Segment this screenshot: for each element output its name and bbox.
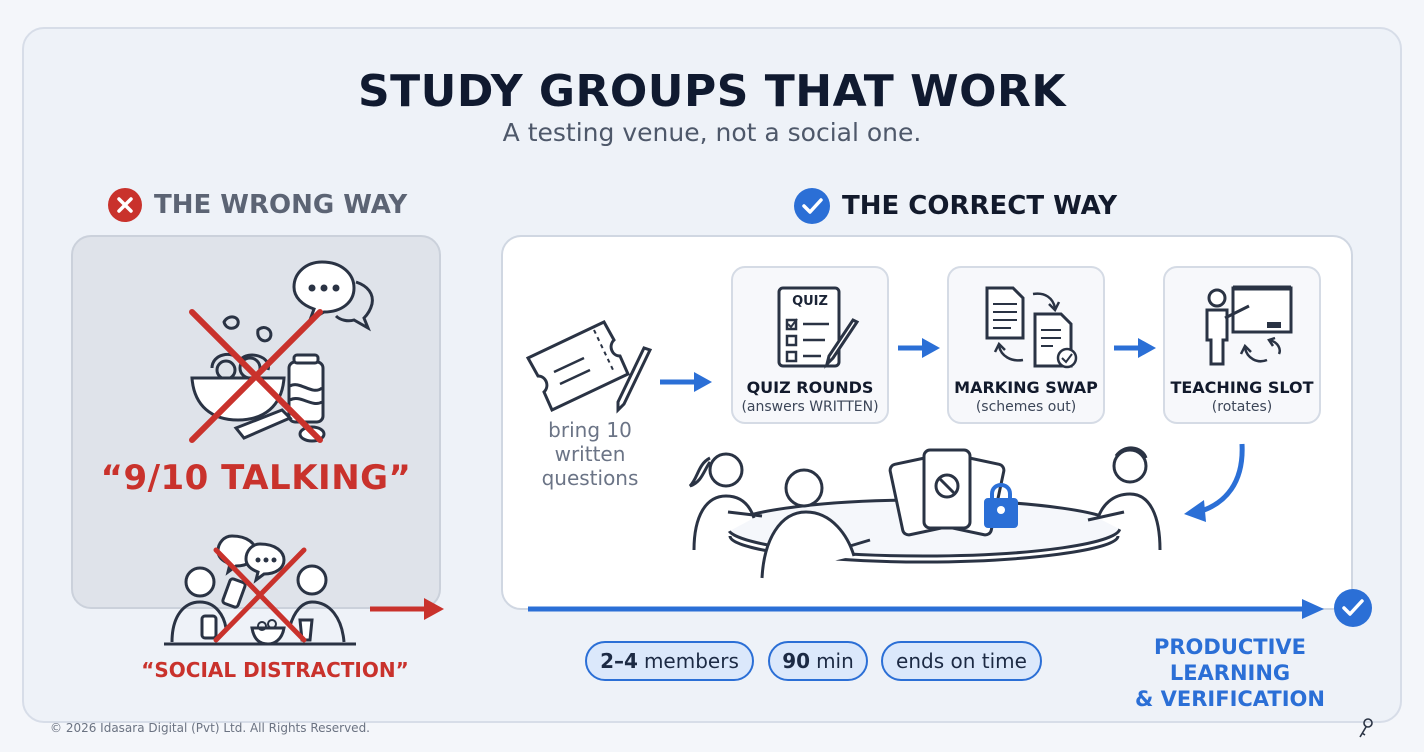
red-arrow-icon bbox=[370, 598, 444, 620]
step-teaching-slot: TEACHING SLOT (rotates) bbox=[1163, 266, 1321, 424]
bring-line-1: bring 10 bbox=[548, 418, 632, 442]
pill-text: min bbox=[816, 649, 854, 673]
pill-text: members bbox=[643, 649, 739, 673]
step-subtitle: (answers WRITTEN) bbox=[741, 399, 879, 415]
social-distraction-quote: “SOCIAL DISTRACTION” bbox=[141, 658, 409, 682]
page-title: STUDY GROUPS THAT WORK bbox=[357, 66, 1067, 117]
quiz-sheet-label: QUIZ bbox=[792, 294, 828, 309]
teacher-board-icon bbox=[1205, 285, 1293, 366]
wrong-way-label: THE WRONG WAY bbox=[154, 190, 408, 220]
social-group-icon bbox=[164, 534, 356, 646]
step-title: TEACHING SLOT bbox=[1170, 378, 1314, 397]
pencil-icon bbox=[616, 346, 653, 414]
correct-way-label: THE CORRECT WAY bbox=[842, 191, 1118, 221]
step-marking-swap: MARKING SWAP (schemes out) bbox=[947, 266, 1105, 424]
return-arrow-icon bbox=[1184, 443, 1245, 522]
wrong-way-heading: THE WRONG WAY bbox=[108, 188, 407, 222]
bring-questions-text: bring 10 written questions bbox=[530, 418, 650, 490]
result-label: PRODUCTIVE LEARNING & VERIFICATION bbox=[1092, 634, 1368, 712]
cross-out-mark bbox=[189, 309, 323, 443]
result-line-2: & VERIFICATION bbox=[1135, 687, 1325, 711]
pill-ends-on-time: ends on time bbox=[881, 641, 1042, 681]
result-check-icon bbox=[1334, 589, 1372, 627]
correct-way-heading: THE CORRECT WAY bbox=[794, 188, 1117, 224]
step-title: QUIZ ROUNDS bbox=[746, 378, 874, 397]
copyright-text: © 2026 Idasara Digital (Pvt) Ltd. All Ri… bbox=[50, 721, 370, 735]
pill-bold: 2–4 bbox=[600, 649, 638, 673]
bring-line-3: questions bbox=[541, 466, 639, 490]
step-quiz-rounds: QUIZ QUIZ ROUNDS (answers WRITTEN) bbox=[731, 266, 889, 424]
talking-quote: “9/10 TALKING” bbox=[100, 458, 412, 498]
seal-icon bbox=[1359, 718, 1373, 738]
x-circle-icon bbox=[108, 188, 142, 222]
step-subtitle: (rotates) bbox=[1211, 399, 1273, 415]
study-table-scene bbox=[688, 446, 1162, 579]
page-subtitle: A testing venue, not a social one. bbox=[502, 118, 922, 147]
lock-icon bbox=[984, 483, 1018, 528]
flow-arrow-1 bbox=[660, 372, 712, 392]
swap-documents-icon bbox=[985, 286, 1078, 369]
pill-bold: 90 bbox=[782, 649, 811, 673]
step-title: MARKING SWAP bbox=[954, 378, 1098, 397]
bring-line-2: written bbox=[554, 442, 626, 466]
quiz-sheet-icon bbox=[777, 286, 860, 369]
ticket-icon bbox=[525, 320, 653, 414]
check-circle-icon bbox=[794, 188, 830, 224]
flow-arrow-3 bbox=[1114, 338, 1156, 358]
flow-arrow-2 bbox=[898, 338, 940, 358]
progress-arrow bbox=[528, 599, 1324, 619]
result-line-1: PRODUCTIVE LEARNING bbox=[1153, 635, 1307, 685]
pill-text: ends on time bbox=[896, 649, 1027, 673]
step-subtitle: (schemes out) bbox=[975, 399, 1077, 415]
